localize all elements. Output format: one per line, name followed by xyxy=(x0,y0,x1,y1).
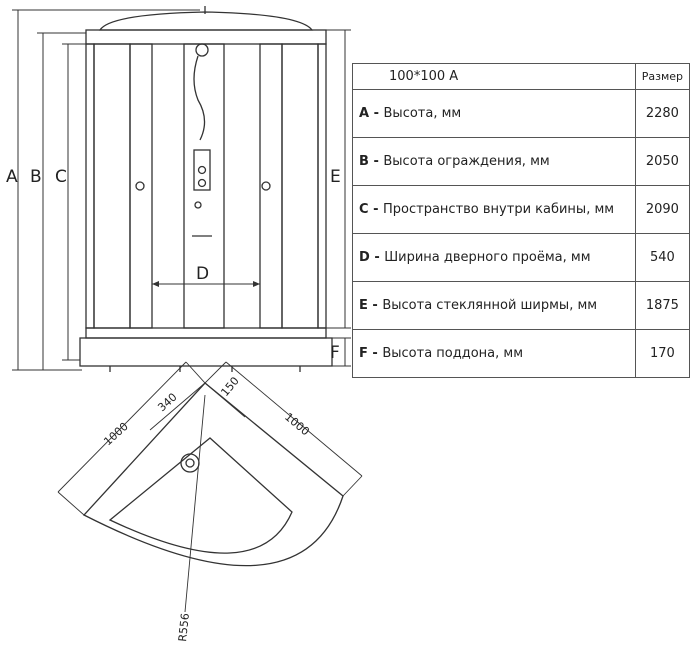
plan-label-150: 150 xyxy=(218,374,241,398)
row-key: E xyxy=(359,298,368,313)
header-size: Размер xyxy=(634,63,691,90)
elevation-view xyxy=(79,6,333,372)
left-door-handle xyxy=(135,181,145,191)
top-frame xyxy=(85,29,327,45)
row-label: F - Высота поддона, мм xyxy=(352,329,636,378)
row-value: 170 xyxy=(634,329,691,378)
shower-hose xyxy=(193,55,206,141)
row-key: D xyxy=(359,250,370,265)
plan-dim-labels: 1000 1000 340 150 R556 xyxy=(101,374,312,642)
row-sep: - xyxy=(369,250,385,265)
right-door xyxy=(259,43,283,329)
dim-top-ext-left xyxy=(185,361,206,384)
dim-1000-left-ext xyxy=(57,491,85,516)
right-glass-panel xyxy=(281,43,319,329)
plan-view xyxy=(82,382,344,567)
dim-150-line xyxy=(204,382,246,418)
dim-1000-left-line xyxy=(57,361,187,493)
row-text: Высота ограждения, мм xyxy=(383,154,550,169)
row-sep: - xyxy=(367,346,383,361)
row-value: 2090 xyxy=(634,185,691,234)
spec-table: 100*100 A Размер A - Высота, мм 2280 B -… xyxy=(352,63,691,378)
left-glass-panel xyxy=(93,43,131,329)
dim-label-f: F xyxy=(330,343,340,363)
plan-label-1000-right: 1000 xyxy=(282,410,312,438)
row-value: 2280 xyxy=(634,89,691,138)
row-key: A xyxy=(359,106,370,121)
row-key: B xyxy=(359,154,369,169)
row-sep: - xyxy=(369,106,384,121)
row-label: C - Пространство внутри кабины, мм xyxy=(352,185,636,234)
dim-arrowheads xyxy=(152,281,260,287)
radius-line xyxy=(184,394,206,613)
spec-table-header: 100*100 A Размер xyxy=(352,63,691,90)
dim-label-d: D xyxy=(196,264,209,284)
cabin-roof xyxy=(98,11,314,31)
plan-label-340: 340 xyxy=(155,391,179,415)
row-label: B - Высота ограждения, мм xyxy=(352,137,636,186)
drain-center xyxy=(185,458,195,468)
dim-1000-right-ext xyxy=(342,475,363,497)
row-label: A - Высота, мм xyxy=(352,89,636,138)
spout xyxy=(194,201,202,209)
control-knob-lower xyxy=(197,178,207,188)
dim-340-line xyxy=(149,382,206,431)
shower-head xyxy=(195,43,209,57)
elevation-dimensions xyxy=(12,9,351,371)
right-door-handle xyxy=(261,181,271,191)
control-panel xyxy=(193,149,211,191)
table-row: A - Высота, мм 2280 xyxy=(352,89,691,138)
dim-label-c: C xyxy=(55,167,67,187)
row-text: Ширина дверного проёма, мм xyxy=(384,250,591,265)
row-text: Пространство внутри кабины, мм xyxy=(383,202,615,217)
bottom-frame xyxy=(85,327,327,339)
left-wall-outer xyxy=(85,43,95,329)
plan-dimensions xyxy=(57,361,363,613)
row-sep: - xyxy=(368,154,384,169)
row-key: C xyxy=(359,202,369,217)
table-row: E - Высота стеклянной ширмы, мм 1875 xyxy=(352,281,691,330)
dim-label-a: A xyxy=(6,167,18,187)
tray-outline xyxy=(82,382,344,567)
elevation-dim-labels: A B C D E F xyxy=(6,167,341,363)
row-sep: - xyxy=(367,298,383,313)
table-row: B - Высота ограждения, мм 2050 xyxy=(352,137,691,186)
dim-label-b: B xyxy=(30,167,42,187)
table-row: D - Ширина дверного проёма, мм 540 xyxy=(352,233,691,282)
row-text: Высота, мм xyxy=(383,106,462,121)
control-knob-upper xyxy=(197,165,207,175)
row-text: Высота поддона, мм xyxy=(382,346,524,361)
row-sep: - xyxy=(368,202,383,217)
dim-label-e: E xyxy=(330,167,341,187)
table-row: F - Высота поддона, мм 170 xyxy=(352,329,691,378)
row-text: Высота стеклянной ширмы, мм xyxy=(382,298,598,313)
row-label: E - Высота стеклянной ширмы, мм xyxy=(352,281,636,330)
tray-inner xyxy=(108,437,293,554)
shower-tray xyxy=(79,337,333,367)
row-value: 1875 xyxy=(634,281,691,330)
row-key: F xyxy=(359,346,368,361)
drain xyxy=(180,453,200,473)
plan-label-radius: R556 xyxy=(176,612,192,642)
dim-1000-right-line xyxy=(225,361,363,477)
row-value: 2050 xyxy=(634,137,691,186)
right-wall-outer xyxy=(317,43,327,329)
table-row: C - Пространство внутри кабины, мм 2090 xyxy=(352,185,691,234)
dim-top-ext-right xyxy=(204,361,227,384)
header-model: 100*100 A xyxy=(352,63,636,90)
plan-label-1000-left: 1000 xyxy=(101,420,131,448)
row-value: 540 xyxy=(634,233,691,282)
left-door xyxy=(129,43,153,329)
row-label: D - Ширина дверного проёма, мм xyxy=(352,233,636,282)
